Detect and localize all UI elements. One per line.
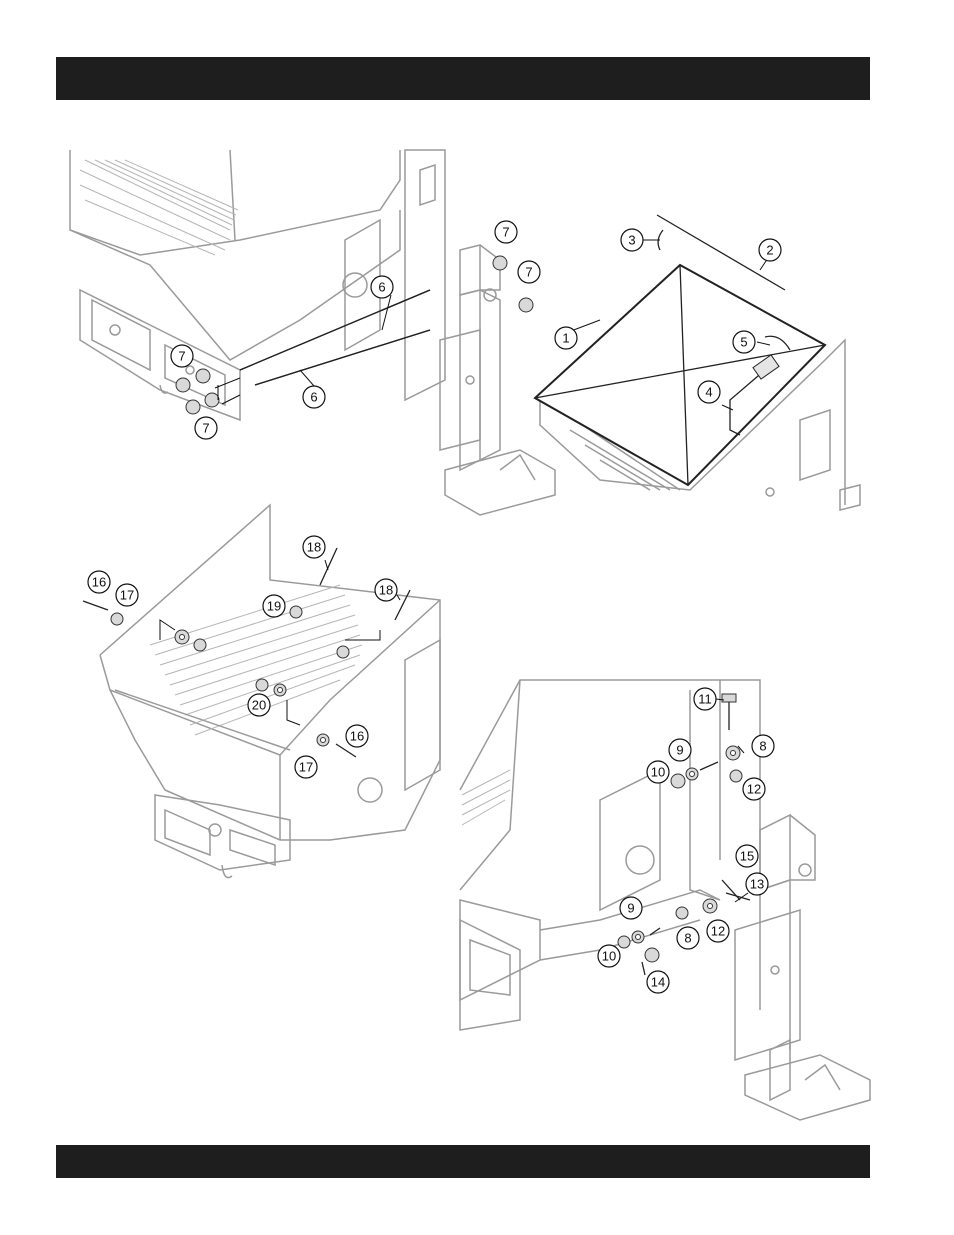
hopper-grate-assembly xyxy=(83,505,440,878)
svg-text:8: 8 xyxy=(759,739,766,754)
svg-text:7: 7 xyxy=(525,265,532,280)
svg-text:13: 13 xyxy=(750,877,764,892)
svg-text:12: 12 xyxy=(747,782,761,797)
callout-18-a: 18 xyxy=(303,536,325,558)
callout-7-c: 7 xyxy=(495,221,517,243)
callout-13: 13 xyxy=(746,873,768,895)
svg-text:7: 7 xyxy=(502,225,509,240)
svg-text:16: 16 xyxy=(92,575,106,590)
callout-17-a: 17 xyxy=(116,584,138,606)
callout-3: 3 xyxy=(621,229,643,251)
svg-text:14: 14 xyxy=(651,975,665,990)
callout-7-a: 7 xyxy=(171,345,193,367)
svg-text:15: 15 xyxy=(740,849,754,864)
callout-17-b: 17 xyxy=(295,756,317,778)
callout-8-b: 8 xyxy=(677,927,699,949)
callout-19: 19 xyxy=(263,595,285,617)
callout-4: 4 xyxy=(698,381,720,403)
svg-text:16: 16 xyxy=(350,729,364,744)
callout-8-a: 8 xyxy=(752,735,774,757)
svg-text:10: 10 xyxy=(651,765,665,780)
callout-5: 5 xyxy=(733,331,755,353)
svg-text:17: 17 xyxy=(120,588,134,603)
svg-text:19: 19 xyxy=(267,599,281,614)
callout-14: 14 xyxy=(647,971,669,993)
callout-15: 15 xyxy=(736,845,758,867)
hopper-cover-assembly xyxy=(535,215,860,510)
callout-7-b: 7 xyxy=(195,417,217,439)
callout-9-b: 9 xyxy=(620,897,642,919)
tilt-linkage-assembly xyxy=(460,680,870,1120)
callout-1: 1 xyxy=(555,327,577,349)
svg-text:8: 8 xyxy=(684,931,691,946)
svg-text:6: 6 xyxy=(310,390,317,405)
svg-text:7: 7 xyxy=(178,349,185,364)
callout-12-a: 12 xyxy=(743,778,765,800)
svg-text:9: 9 xyxy=(676,743,683,758)
svg-text:1: 1 xyxy=(562,331,569,346)
svg-text:9: 9 xyxy=(627,901,634,916)
svg-text:7: 7 xyxy=(202,421,209,436)
svg-text:12: 12 xyxy=(711,924,725,939)
svg-text:20: 20 xyxy=(252,698,266,713)
callout-6-b: 6 xyxy=(303,386,325,408)
svg-text:5: 5 xyxy=(740,335,747,350)
callout-16-b: 16 xyxy=(346,725,368,747)
callout-12-b: 12 xyxy=(707,920,729,942)
svg-text:3: 3 xyxy=(628,233,635,248)
callout-11: 11 xyxy=(694,688,716,710)
svg-text:18: 18 xyxy=(307,540,321,555)
svg-text:11: 11 xyxy=(698,692,712,707)
callout-10-b: 10 xyxy=(598,945,620,967)
svg-text:4: 4 xyxy=(705,385,712,400)
callout-6-a: 6 xyxy=(371,276,393,298)
svg-text:6: 6 xyxy=(378,280,385,295)
svg-text:2: 2 xyxy=(766,243,773,258)
callout-16-a: 16 xyxy=(88,571,110,593)
callout-20: 20 xyxy=(248,694,270,716)
svg-text:18: 18 xyxy=(379,583,393,598)
callout-2: 2 xyxy=(759,239,781,261)
callout-9-a: 9 xyxy=(669,739,691,761)
callout-18-b: 18 xyxy=(375,579,397,601)
svg-text:17: 17 xyxy=(299,760,313,775)
hopper-assembly-top-left xyxy=(70,150,555,515)
callout-10-a: 10 xyxy=(647,761,669,783)
callout-7-d: 7 xyxy=(518,261,540,283)
svg-text:10: 10 xyxy=(602,949,616,964)
